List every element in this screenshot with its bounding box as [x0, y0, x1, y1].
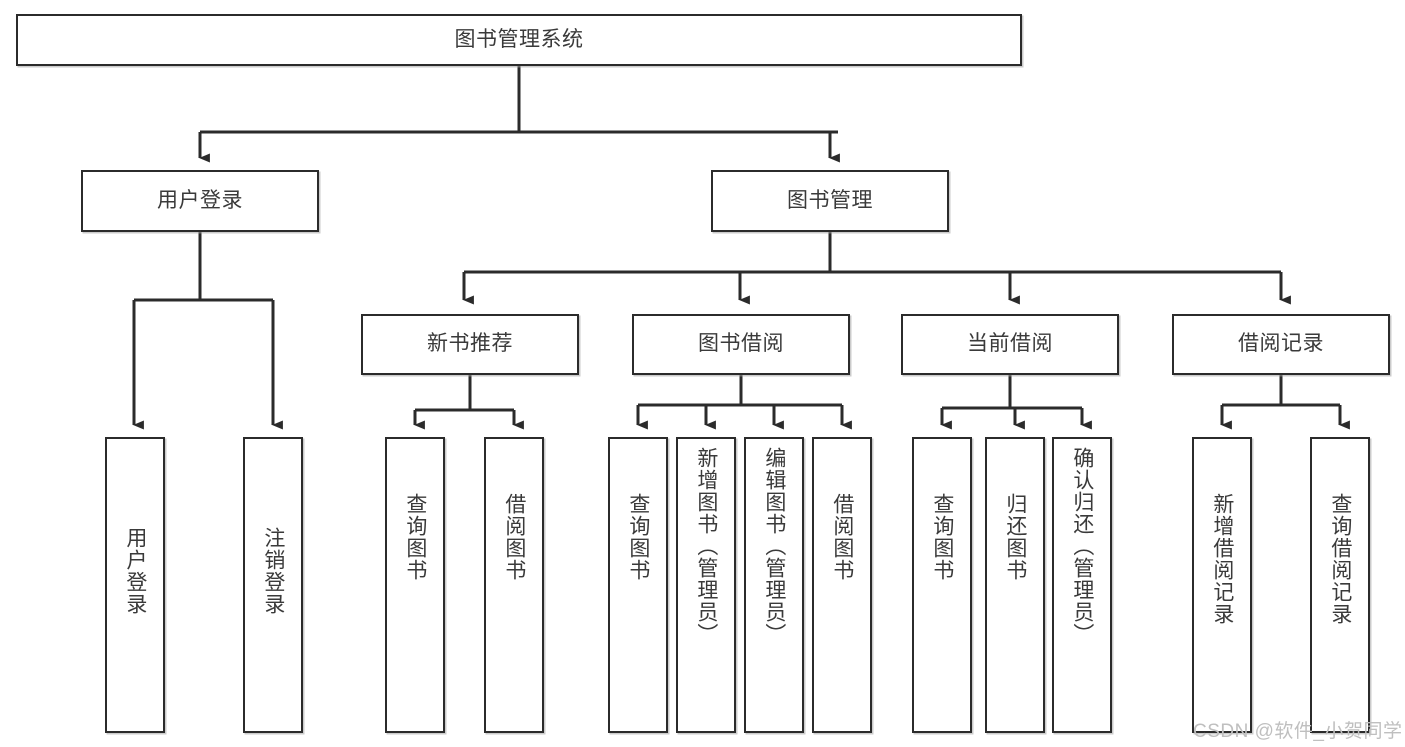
- node-root-图书管理系统[interactable]: 图书管理系统: [16, 14, 1022, 66]
- node-label: 图书借阅: [698, 332, 784, 356]
- node-leaf-11[interactable]: 新增借阅记录: [1192, 437, 1252, 733]
- node-label: 编辑图书（管理员）: [762, 447, 786, 645]
- node-label: 用户登录: [123, 527, 147, 615]
- node-label: 注销登录: [261, 527, 285, 615]
- node-leaf-12[interactable]: 查询借阅记录: [1310, 437, 1370, 733]
- node-level2-1[interactable]: 图书管理: [711, 170, 949, 232]
- node-leaf-7[interactable]: 借阅图书: [812, 437, 872, 733]
- node-leaf-3[interactable]: 借阅图书: [484, 437, 544, 733]
- node-leaf-6[interactable]: 编辑图书（管理员）: [744, 437, 804, 733]
- node-label: 借阅图书: [830, 493, 854, 581]
- node-label: 图书管理系统: [454, 27, 584, 51]
- node-level3-3[interactable]: 借阅记录: [1172, 314, 1390, 375]
- node-leaf-9[interactable]: 归还图书: [985, 437, 1045, 733]
- node-label: 查询借阅记录: [1328, 493, 1352, 625]
- node-leaf-5[interactable]: 新增图书（管理员）: [676, 437, 736, 733]
- node-label: 借阅记录: [1238, 332, 1324, 356]
- node-leaf-2[interactable]: 查询图书: [385, 437, 445, 733]
- node-label: 查询图书: [930, 493, 954, 581]
- node-leaf-1[interactable]: 注销登录: [243, 437, 303, 733]
- node-level3-0[interactable]: 新书推荐: [361, 314, 579, 375]
- node-label: 图书管理: [787, 188, 873, 212]
- node-label: 确认归还（管理员）: [1070, 447, 1094, 645]
- node-leaf-8[interactable]: 查询图书: [912, 437, 972, 733]
- node-leaf-10[interactable]: 确认归还（管理员）: [1052, 437, 1112, 733]
- node-label: 用户登录: [157, 188, 243, 212]
- node-label: 查询图书: [626, 493, 650, 581]
- node-label: 新增借阅记录: [1210, 493, 1234, 625]
- node-level3-1[interactable]: 图书借阅: [632, 314, 850, 375]
- node-label: 新增图书（管理员）: [694, 447, 718, 645]
- node-label: 归还图书: [1003, 493, 1027, 581]
- node-label: 新书推荐: [427, 332, 513, 356]
- node-label: 借阅图书: [502, 493, 526, 581]
- node-leaf-0[interactable]: 用户登录: [105, 437, 165, 733]
- csdn-watermark: CSDN @软件_小贺同学: [1193, 721, 1403, 742]
- node-level3-2[interactable]: 当前借阅: [901, 314, 1119, 375]
- node-level2-0[interactable]: 用户登录: [81, 170, 319, 232]
- node-leaf-4[interactable]: 查询图书: [608, 437, 668, 733]
- node-label: 当前借阅: [967, 332, 1053, 356]
- node-label: 查询图书: [403, 493, 427, 581]
